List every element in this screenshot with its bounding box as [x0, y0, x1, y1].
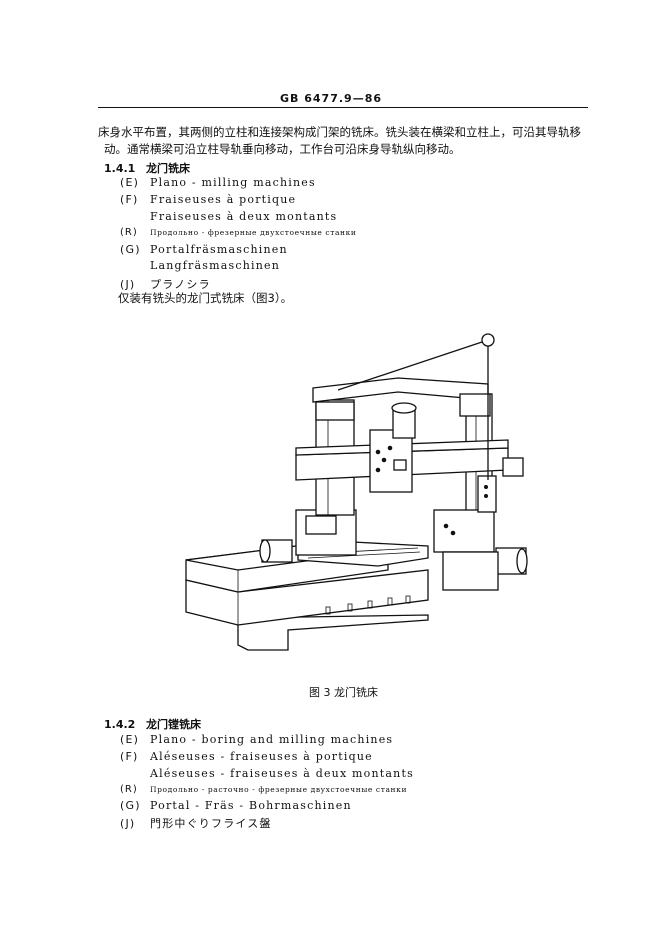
term-text: Aléseuses - fraiseuses à portique: [150, 750, 373, 763]
term-row: (E) Plano - boring and milling machines: [120, 733, 393, 746]
section-2-number: 1.4.2: [104, 718, 136, 731]
language-code: (R): [120, 784, 138, 795]
term-text: Fraiseuses à portique: [150, 193, 297, 206]
section-1-number: 1.4.1: [104, 162, 136, 175]
language-code: (F): [120, 193, 139, 206]
term-row: (G) Portalfräsmaschinen: [120, 243, 288, 256]
section-1-heading: 1.4.1 龙门铣床: [104, 160, 190, 176]
term-row: (F) Aléseuses - fraiseuses à portique: [120, 750, 373, 763]
page-header: GB 6477.9—86: [280, 92, 382, 105]
term-row: (J) プラノシラ: [120, 276, 211, 292]
figure-reference-note: 仅装有铣头的龙门式铣床（图3）。: [118, 291, 293, 305]
language-code: (G): [120, 243, 141, 256]
term-row: (F) Fraiseuses à portique: [120, 193, 296, 206]
language-code: (R): [120, 227, 138, 238]
language-code: (E): [120, 733, 140, 746]
term-row: (G) Portal - Fräs - Bohrmaschinen: [120, 799, 352, 812]
term-row: (R) Продольно - расточно - фрезерные двух…: [120, 784, 407, 795]
language-code: (E): [120, 176, 140, 189]
gantry-milling-machine-illustration: [185, 333, 528, 651]
term-text: プラノシラ: [150, 278, 211, 291]
term-row: (J) 門形中ぐりフライス盤: [120, 815, 272, 831]
term-text: Portalfräsmaschinen: [150, 243, 288, 256]
term-row: (R) Продольно - фрезерные двухстоечные ст…: [120, 227, 357, 238]
intro-line-2: 动。通常横梁可沿立柱导轨垂向移动，工作台可沿床身导轨纵向移动。: [104, 142, 461, 156]
term-row: Langfräsmaschinen: [120, 259, 280, 272]
figure-caption: 图 3 龙门铣床: [309, 686, 378, 699]
section-1-title: 龙门铣床: [146, 162, 190, 175]
language-code: (J): [120, 817, 136, 830]
term-text: Fraiseuses à deux montants: [150, 210, 338, 223]
term-row: Fraiseuses à deux montants: [120, 210, 337, 223]
language-code: (J): [120, 278, 136, 291]
section-2-heading: 1.4.2 龙门镗铣床: [104, 716, 201, 732]
intro-line-1: 床身水平布置，其两侧的立柱和连接架构成门架的铣床。铣头装在横梁和立柱上，可沿其导…: [98, 125, 581, 139]
term-text: Продольно - фрезерные двухстоечные станк…: [150, 228, 357, 237]
language-code: (F): [120, 750, 139, 763]
language-code: (G): [120, 799, 141, 812]
term-text: Langfräsmaschinen: [150, 259, 280, 272]
term-row: Aléseuses - fraiseuses à deux montants: [120, 767, 414, 780]
term-text: Aléseuses - fraiseuses à deux montants: [150, 767, 414, 780]
term-text: Продольно - расточно - фрезерные двухсто…: [150, 785, 408, 794]
section-2-title: 龙门镗铣床: [146, 718, 201, 731]
term-text: Plano - boring and milling machines: [150, 733, 394, 746]
term-text: 門形中ぐりフライス盤: [150, 817, 272, 830]
header-rule: [98, 107, 588, 108]
term-text: Portal - Fräs - Bohrmaschinen: [150, 799, 352, 812]
term-row: (E) Plano - milling machines: [120, 176, 316, 189]
term-text: Plano - milling machines: [150, 176, 316, 189]
